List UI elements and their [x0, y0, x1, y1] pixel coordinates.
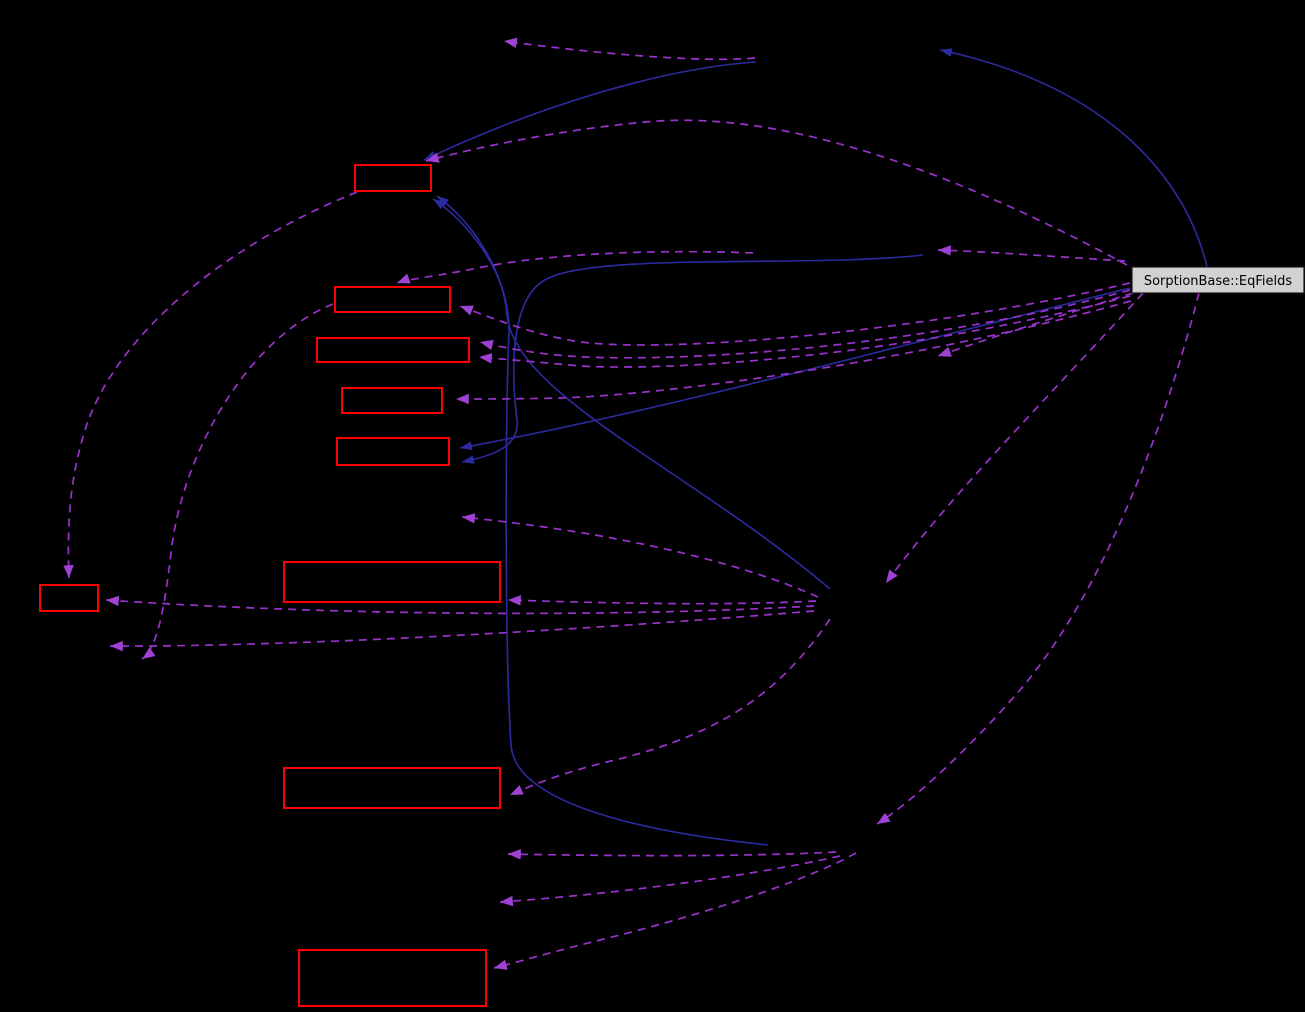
edge-dashed-eqfields-to-hub2 [876, 292, 1200, 825]
edge-solid-hub2-to-node-a [432, 198, 769, 846]
class-node-c[interactable] [316, 337, 470, 363]
edge-dashed-hub1-to-left-node-1 [109, 610, 815, 652]
edge-dashed-eqfields-to-node-d [455, 300, 1132, 405]
class-node-g[interactable] [39, 584, 99, 612]
edge-dashed-eqfields-to-node-c-upper [479, 289, 1131, 359]
class-node-i[interactable] [298, 949, 487, 1007]
edge-solid-midnode-to-node-e [461, 254, 924, 464]
edge-dashed-hub1-to-node-f [507, 595, 817, 606]
edge-dashed-eqfields-to-node-a [425, 119, 1128, 266]
edge-dashed-hub1-to-node-h [509, 618, 831, 796]
main-class-node: SorptionBase::EqFields [1131, 266, 1305, 294]
class-node-b[interactable] [334, 286, 451, 313]
edge-solid-hub1-to-node-a [436, 195, 831, 590]
edge-dashed-hub2-to-bottom-node-2 [499, 855, 841, 907]
edge-dashed-hub2-to-node-i [493, 852, 857, 970]
class-node-d[interactable] [341, 387, 443, 414]
edge-solid-eqfields-to-top-node [939, 48, 1208, 268]
edge-solid-topnode-to-node-a [423, 61, 757, 161]
class-node-a[interactable] [354, 164, 432, 192]
edge-dashed-node-a-to-node-g [63, 191, 358, 579]
edge-dashed-eqfields-to-node-c-lower [478, 295, 1131, 368]
main-class-label: SorptionBase::EqFields [1144, 274, 1293, 289]
edge-dashed-node-b-to-left-node-2 [141, 303, 334, 660]
edge-dashed-topnode-to-topleft-node [503, 37, 756, 61]
class-node-f[interactable] [283, 561, 501, 603]
edge-dashed-eqfields-to-hub1 [885, 292, 1144, 584]
edge-dashed-hub2-to-bottom-node-1 [507, 849, 837, 860]
edge-solid-eqfields-to-node-e [459, 287, 1131, 451]
edge-dashed-eqfields-to-right-node-2 [937, 292, 1134, 357]
edge-dashed-hub1-to-node-g [105, 595, 815, 615]
edge-dashed-eqfields-to-right-node-1 [937, 245, 1126, 262]
edge-dashed-midnode-to-node-b-top [396, 250, 754, 284]
main-class-node-box [1131, 266, 1305, 294]
edge-dashed-eqfields-to-node-b [459, 282, 1131, 346]
class-node-h[interactable] [283, 767, 501, 809]
edge-dashed-hub1-to-midleft-node [461, 513, 819, 598]
class-node-e[interactable] [336, 437, 450, 466]
